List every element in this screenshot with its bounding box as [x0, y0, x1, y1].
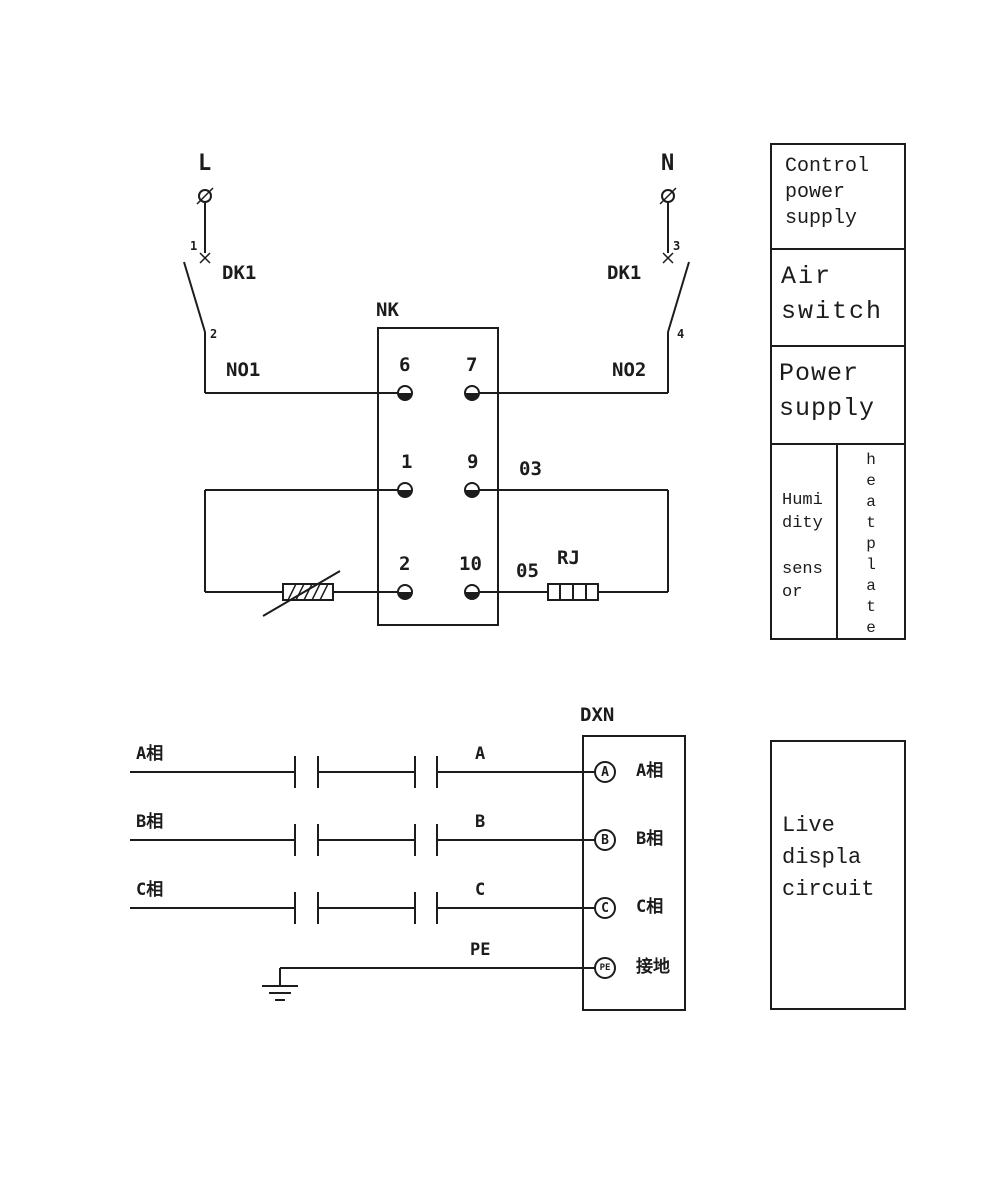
- wire-03-label: 03: [519, 458, 542, 480]
- pole-number-3: 3: [673, 239, 681, 253]
- phase-a-line: [130, 756, 616, 788]
- pole-number-4: 4: [677, 327, 685, 341]
- heater-rj-loop: [479, 489, 669, 601]
- legend-table: Control power supply Air switch Power su…: [770, 143, 906, 640]
- dxn-label: DXN: [580, 704, 615, 726]
- pole-number-1: 1: [190, 239, 198, 253]
- wire-05-label: 05: [516, 560, 539, 582]
- n-terminal-label: N: [661, 151, 675, 176]
- l-terminal-label: L: [198, 151, 212, 176]
- legend-humidity-sensor: Humidity sensor: [772, 445, 838, 638]
- live-display-circuit-box: Live displa circuit: [770, 740, 906, 1010]
- terminal-a-circle-label: A: [601, 765, 609, 780]
- terminal-b-circle-label: B: [601, 833, 609, 848]
- terminal-1-label: 1: [401, 451, 413, 473]
- no2-label: NO2: [612, 359, 647, 381]
- phase-a-right-label: A相: [636, 761, 664, 781]
- legend-split-cell: Humidity sensor heatplate: [772, 445, 904, 640]
- legend-power-supply: Power supply: [772, 347, 904, 445]
- wire-c-label: C: [475, 880, 486, 900]
- legend-air-switch: Air switch: [772, 250, 904, 347]
- humidity-sensor-loop: [204, 489, 398, 617]
- wire-a-label: A: [475, 744, 486, 764]
- dk1-left-label: DK1: [222, 262, 257, 284]
- terminal-9-label: 9: [467, 451, 479, 473]
- terminal-7-label: 7: [466, 354, 478, 376]
- terminal-pe-circle-label: PE: [599, 963, 611, 973]
- terminal-6-label: 6: [399, 354, 411, 376]
- left-breaker-symbol: [183, 187, 398, 394]
- pe-ground-line: [262, 957, 616, 1001]
- dk1-right-label: DK1: [607, 262, 642, 284]
- wire-b-label: B: [475, 812, 486, 832]
- terminal-2-label: 2: [399, 553, 411, 575]
- wire-pe-label: PE: [470, 940, 491, 960]
- dxn-box: [582, 735, 686, 1011]
- phase-a-left-label: A相: [136, 744, 164, 764]
- ground-right-label: 接地: [636, 957, 670, 977]
- phase-b-right-label: B相: [636, 829, 664, 849]
- right-breaker-symbol: [479, 187, 690, 394]
- rj-heater-label: RJ: [557, 547, 580, 569]
- terminal-c-circle-label: C: [601, 901, 609, 916]
- legend-control-power-supply: Control power supply: [772, 145, 904, 250]
- phase-b-line: [130, 824, 616, 856]
- no1-label: NO1: [226, 359, 261, 381]
- phase-c-line: [130, 892, 616, 924]
- nk-label: NK: [376, 299, 399, 321]
- terminal-10-label: 10: [459, 553, 482, 575]
- phase-c-left-label: C相: [136, 880, 164, 900]
- phase-b-left-label: B相: [136, 812, 164, 832]
- legend-heatplate-cell: heatplate: [838, 445, 904, 640]
- phase-c-right-label: C相: [636, 897, 664, 917]
- nk-terminals: [397, 385, 480, 600]
- pole-number-2: 2: [210, 327, 218, 341]
- nk-box: [377, 327, 499, 626]
- legend-heatplate: heatplate: [862, 451, 880, 640]
